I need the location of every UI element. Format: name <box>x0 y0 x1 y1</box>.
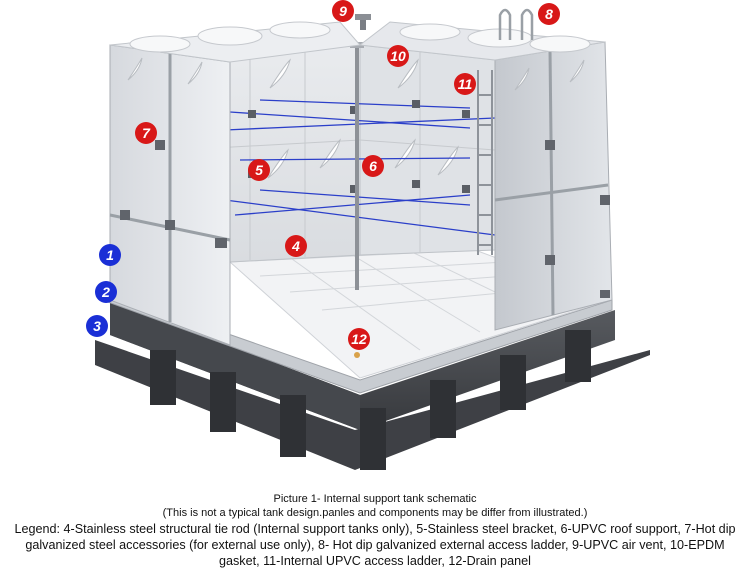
callout-3-circle <box>86 315 108 337</box>
callout-2-circle <box>95 281 117 303</box>
foundation-base <box>95 300 650 470</box>
callout-3-label: 3 <box>93 318 101 334</box>
callout-11-label: 11 <box>458 76 473 92</box>
callout-5: 5 <box>248 159 270 181</box>
callout-7: 7 <box>135 122 157 144</box>
callout-9: 9 <box>332 0 354 22</box>
callout-badges: 1 2 3 4 5 6 7 8 <box>86 0 560 350</box>
callout-10-circle <box>387 45 409 67</box>
callout-10: 10 <box>387 45 409 67</box>
roof-panels <box>109 21 606 63</box>
callout-4-label: 4 <box>291 238 300 254</box>
callout-8-circle <box>538 3 560 25</box>
callout-4-circle <box>285 235 307 257</box>
callout-12-circle <box>348 328 370 350</box>
callout-5-label: 5 <box>255 162 263 178</box>
left-wall <box>109 44 231 346</box>
callout-3: 3 <box>86 315 108 337</box>
callout-8: 8 <box>538 3 560 25</box>
callout-9-label: 9 <box>339 3 347 19</box>
callout-9-circle <box>332 0 354 22</box>
callout-10-label: 10 <box>390 48 406 64</box>
callout-2-label: 2 <box>101 284 110 300</box>
caption-note: (This is not a typical tank design.panle… <box>162 507 588 519</box>
callout-4: 4 <box>285 235 307 257</box>
caption-legend: Legend: 4-Stainless steel structural tie… <box>14 522 736 568</box>
air-vent <box>355 14 371 30</box>
callout-12: 12 <box>348 328 370 350</box>
callout-1: 1 <box>99 244 121 266</box>
callout-1-label: 1 <box>106 247 114 263</box>
callout-6-circle <box>362 155 384 177</box>
callout-6-label: 6 <box>369 158 377 174</box>
tie-rods <box>224 99 496 236</box>
tank-schematic: 1 2 3 4 5 6 7 8 <box>86 0 650 470</box>
callout-7-circle <box>135 122 157 144</box>
callout-12-label: 12 <box>351 331 367 347</box>
callout-11-circle <box>454 73 476 95</box>
callout-8-label: 8 <box>545 6 553 22</box>
right-wall <box>494 41 613 331</box>
callout-11: 11 <box>454 73 476 95</box>
internal-ladder <box>477 70 493 255</box>
caption-title: Picture 1- Internal support tank schemat… <box>273 493 477 505</box>
callout-6: 6 <box>362 155 384 177</box>
callout-7-label: 7 <box>142 125 151 141</box>
callout-2: 2 <box>95 281 117 303</box>
callout-1-circle <box>99 244 121 266</box>
external-ladder <box>498 8 534 40</box>
callout-5-circle <box>248 159 270 181</box>
